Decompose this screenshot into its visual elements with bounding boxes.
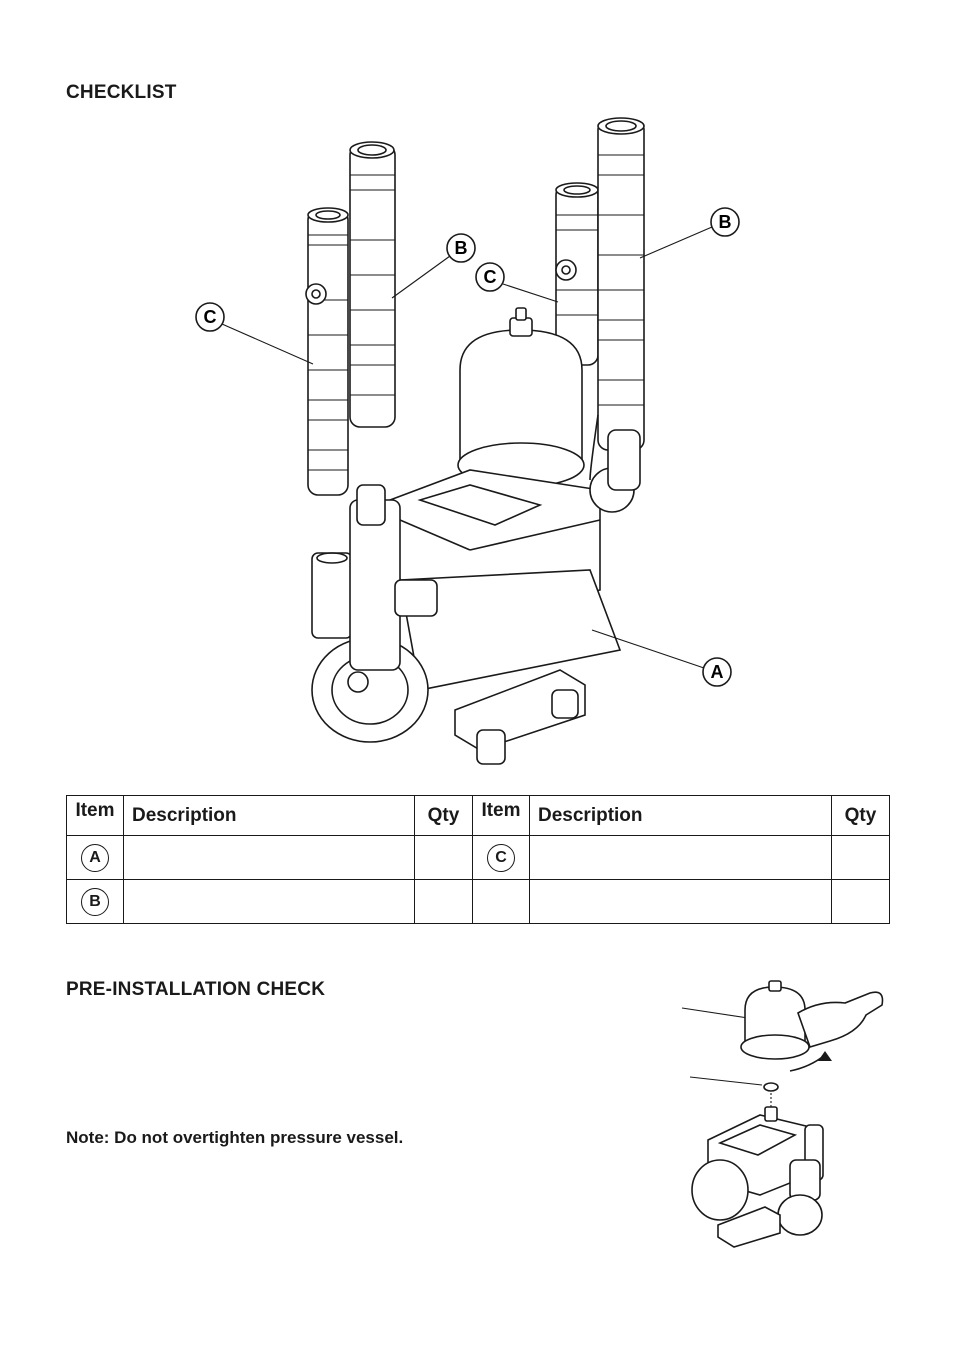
qty-cell	[831, 879, 890, 924]
description-cell	[123, 879, 415, 924]
item-cell: B	[66, 879, 124, 924]
right-tube	[589, 414, 641, 513]
callout-a: A	[591, 629, 732, 687]
header-qty: Qty	[414, 795, 473, 836]
overtighten-note: Note: Do not overtighten pressure vessel…	[66, 1128, 404, 1147]
callout-b-left: B	[391, 233, 476, 299]
qty-cell	[831, 835, 890, 880]
qty-cell	[414, 879, 473, 924]
svg-text:B: B	[719, 212, 732, 232]
header-item: Item	[66, 795, 124, 836]
table-row: A C	[66, 835, 890, 880]
checklist-heading: CHECKLIST	[66, 82, 177, 103]
svg-text:C: C	[484, 267, 497, 287]
pump-body	[311, 469, 622, 765]
callout-c-right: C	[475, 262, 559, 303]
checklist-table: Item Description Qty Item Description Qt…	[66, 795, 890, 924]
svg-text:A: A	[711, 662, 724, 682]
header-description: Description	[529, 795, 832, 836]
pre-installation-heading: PRE-INSTALLATION CHECK	[66, 979, 326, 1000]
table-row: B	[66, 879, 890, 924]
header-item: Item	[472, 795, 530, 836]
item-cell: C	[472, 835, 530, 880]
description-cell	[529, 835, 832, 880]
pump-assembly-illustration: C B C B A	[195, 117, 740, 765]
qty-cell	[414, 835, 473, 880]
item-cell: A	[66, 835, 124, 880]
description-cell	[123, 835, 415, 880]
hose-b-left	[349, 141, 396, 428]
item-cell	[472, 879, 530, 924]
item-badge: A	[81, 843, 109, 872]
inlet-valves	[311, 484, 438, 671]
hose-b-right	[597, 117, 645, 451]
callout-c-left: C	[195, 302, 314, 365]
svg-text:B: B	[455, 238, 468, 258]
header-qty: Qty	[831, 795, 890, 836]
item-badge: B	[81, 887, 109, 916]
hose-c-left	[305, 207, 349, 496]
header-description: Description	[123, 795, 415, 836]
item-badge: C	[487, 843, 515, 872]
hose-c-right	[555, 182, 599, 366]
svg-text:C: C	[204, 307, 217, 327]
table-header-row: Item Description Qty Item Description Qt…	[66, 795, 890, 836]
vessel-removal-illustration	[681, 980, 884, 1248]
description-cell	[529, 879, 832, 924]
callout-b-right: B	[639, 207, 740, 259]
